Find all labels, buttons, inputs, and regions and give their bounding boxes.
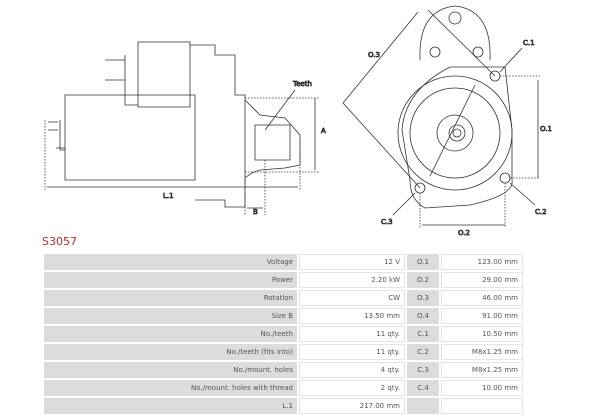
spec-label: L.1 (44, 398, 297, 414)
spec-label: Power (44, 272, 297, 288)
spec-value: CW (299, 290, 405, 306)
spec-label: Voltage (44, 254, 297, 270)
spec-value: 2.20 kW (299, 272, 405, 288)
dimension-code: C.2 (407, 344, 439, 360)
spec-label: No./teeth (44, 326, 297, 342)
dimension-code: C.3 (407, 362, 439, 378)
technical-drawing: Teeth A B L.1 O.3 C.1 O.1 C.3 C.2 O.2 (44, 5, 552, 237)
label-b: B (253, 208, 258, 216)
spec-value: 12 V (299, 254, 405, 270)
dimension-value: M8x1.25 mm (441, 344, 523, 360)
dimension-code: C.1 (407, 326, 439, 342)
dimension-value: M8x1.25 mm (441, 362, 523, 378)
dimension-value: 10.50 mm (441, 326, 523, 342)
label-c3: C.3 (381, 218, 393, 226)
label-a: A (321, 127, 326, 135)
spec-label: No./teeth (fits into) (44, 344, 297, 360)
product-code: S3057 (42, 235, 77, 248)
spec-value: 11 qty. (299, 326, 405, 342)
dimension-code: O.4 (407, 308, 439, 324)
label-c1: C.1 (523, 39, 535, 47)
label-o3: O.3 (368, 51, 380, 59)
side-view (44, 41, 320, 215)
dimension-value: 123.00 mm (441, 254, 523, 270)
dimension-value (441, 398, 523, 414)
spec-value: 11 qty. (299, 344, 405, 360)
label-c2: C.2 (535, 208, 547, 216)
spec-label: No./mount. holes with thread (44, 380, 297, 396)
dimension-code: O.1 (407, 254, 439, 270)
dimension-value: 91.00 mm (441, 308, 523, 324)
spec-label: Rotation (44, 290, 297, 306)
spec-value: 2 qty. (299, 380, 405, 396)
spec-value: 217.00 mm (299, 398, 405, 414)
dimension-value: 46.00 mm (441, 290, 523, 306)
label-o1: O.1 (540, 125, 552, 133)
dimension-code: O.3 (407, 290, 439, 306)
spec-label: Size B (44, 308, 297, 324)
label-teeth: Teeth (292, 80, 312, 88)
dimension-value: 10.00 mm (441, 380, 523, 396)
dimension-code (407, 398, 439, 414)
spec-label: No./mount. holes (44, 362, 297, 378)
spec-value: 13.50 mm (299, 308, 405, 324)
spec-value: 4 qty. (299, 362, 405, 378)
dimension-code: O.2 (407, 272, 439, 288)
dimension-value: 29.00 mm (441, 272, 523, 288)
dimension-code: C.4 (407, 380, 439, 396)
front-view (342, 5, 540, 228)
label-l1: L.1 (163, 192, 174, 200)
label-o2: O.2 (458, 229, 470, 237)
